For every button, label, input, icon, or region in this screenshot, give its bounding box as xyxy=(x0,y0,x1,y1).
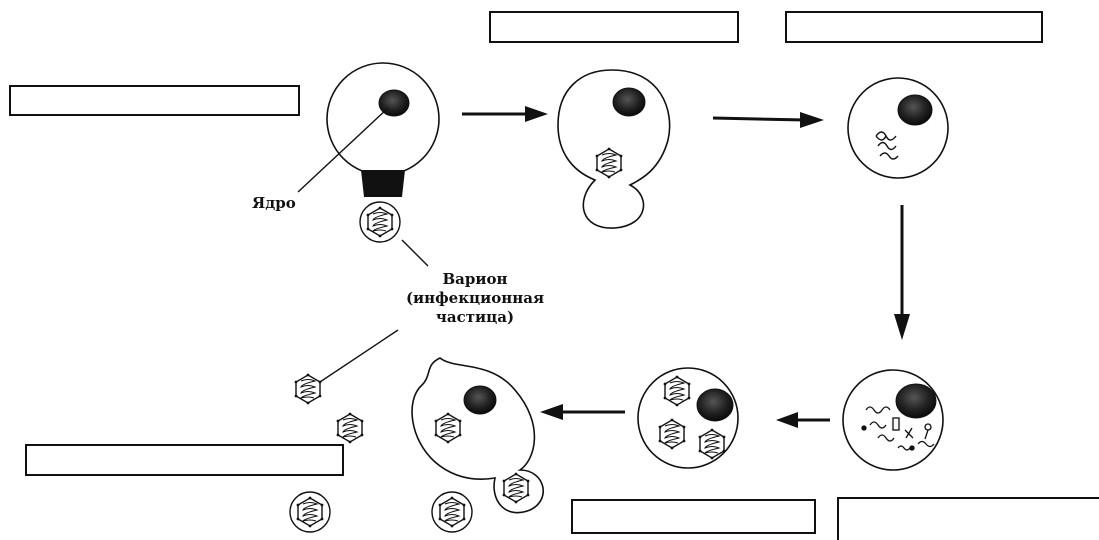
stage-entry-cell xyxy=(557,69,671,229)
arrow-left-icon xyxy=(540,404,625,420)
released-virion-leader-line xyxy=(319,329,399,383)
arrow-left-icon xyxy=(776,412,830,428)
nucleus-label: Ядро xyxy=(252,194,296,212)
virion-label-line1: Варион xyxy=(442,270,508,288)
receptor-icon xyxy=(361,170,405,197)
virion-label: Варион (инфекционная частица) xyxy=(390,270,560,327)
stage-assembly-cell xyxy=(637,367,739,469)
virion-icon xyxy=(290,492,330,532)
nucleus-icon xyxy=(696,388,734,422)
answer-box-budding[interactable] xyxy=(571,499,816,534)
stage-uncoating-cell xyxy=(847,77,949,179)
arrow-right-icon xyxy=(462,106,548,122)
leader-lines xyxy=(297,107,429,383)
virion-label-line2: (инфекционная xyxy=(405,289,545,307)
virion-label-line3: частица) xyxy=(435,308,515,326)
stage-replication-cell xyxy=(842,369,944,471)
answer-box-entry[interactable] xyxy=(489,11,739,43)
nucleus-icon xyxy=(463,385,497,415)
answer-box-uncoating[interactable] xyxy=(785,11,1043,43)
viral-components-icon xyxy=(861,406,935,451)
arrow-right-icon xyxy=(712,112,824,128)
answer-box-replication[interactable] xyxy=(837,497,1099,540)
virion-icon xyxy=(360,202,400,242)
nucleus-icon xyxy=(895,383,937,419)
nucleus-icon xyxy=(897,94,933,126)
nucleus-leader-line xyxy=(297,107,389,193)
virion-icon xyxy=(335,411,365,445)
stage-attachment-cell xyxy=(326,62,440,242)
stage-budding-cell xyxy=(411,357,544,514)
virion-leader-line xyxy=(401,239,429,267)
virion-icon xyxy=(293,372,323,406)
cycle-arrows xyxy=(462,106,910,428)
viral-genome-icon xyxy=(875,131,899,160)
arrow-down-icon xyxy=(894,205,910,340)
answer-box-release[interactable] xyxy=(25,444,344,476)
answer-box-attachment[interactable] xyxy=(9,85,300,116)
nucleus-icon xyxy=(612,87,646,117)
virion-icon xyxy=(432,492,472,532)
